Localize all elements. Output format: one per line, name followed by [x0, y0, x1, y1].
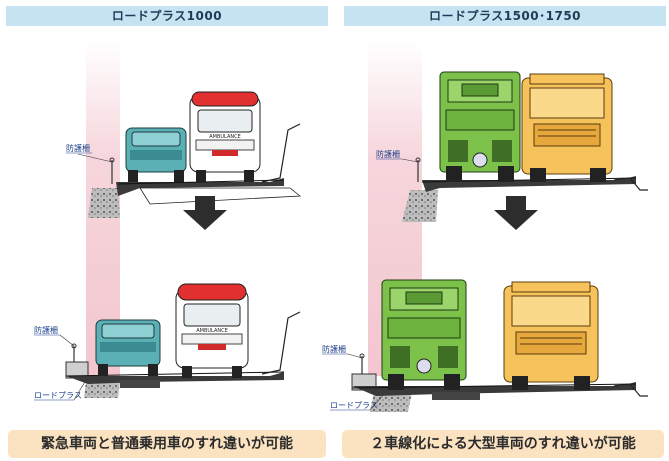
left-caption-banner: 緊急車両と普通乗用車のすれ違いが可能 [8, 430, 326, 458]
right-before-slope [613, 177, 648, 191]
right-panel: 防護柵 [322, 40, 648, 412]
right-after-embankment [370, 392, 412, 412]
left-before-car [125, 127, 187, 182]
left-panel: 防護柵 AMBULANCE [34, 40, 302, 401]
left-after-guardrail [71, 343, 77, 362]
right-before-embankment [402, 190, 438, 222]
left-after-slope [261, 311, 301, 375]
right-after-roadplus-label: ロードプラス [330, 401, 378, 410]
left-before-ambulance: AMBULANCE [189, 91, 261, 182]
left-before-guardrail-label: 防護柵 [66, 143, 90, 153]
right-panel-title: ロードプラス1500･1750 [344, 6, 666, 26]
left-before-ambulance-text: AMBULANCE [209, 134, 241, 140]
left-before-scene: 防護柵 AMBULANCE [66, 91, 302, 218]
left-before-road [116, 178, 284, 196]
right-after-road [352, 382, 636, 396]
right-before-orange-truck [521, 73, 613, 182]
right-after-guardrail [359, 353, 365, 374]
right-before-green-truck [439, 71, 521, 182]
right-after-slope [613, 383, 648, 397]
left-after-embankment [84, 382, 120, 398]
right-before-scene: 防護柵 [376, 71, 648, 222]
left-after-ambulance: AMBULANCE [175, 283, 249, 378]
right-caption-banner: ２車線化による大型車両のすれ違いが可能 [342, 430, 664, 458]
right-before-guardrail-label: 防護柵 [376, 149, 400, 159]
left-down-arrow [183, 196, 227, 230]
left-after-car [95, 319, 161, 376]
left-before-embankment [88, 188, 120, 218]
right-before-road [422, 176, 636, 192]
left-after-guardrail-label: 防護柵 [34, 325, 58, 335]
left-panel-title: ロードプラス1000 [6, 6, 328, 26]
left-after-roadplus-label: ロードプラス [34, 391, 82, 400]
right-after-guardrail-label: 防護柵 [322, 344, 346, 354]
right-after-green-truck [381, 279, 467, 390]
right-after-orange-truck [503, 281, 599, 390]
left-after-ambulance-text: AMBULANCE [196, 328, 228, 334]
left-after-scene: 防護柵 ロードプラス AMBULANCE [34, 283, 301, 401]
left-before-slope [261, 123, 301, 183]
right-after-scene: 防護柵 ロードプラス [322, 279, 648, 412]
right-down-arrow [494, 196, 538, 230]
